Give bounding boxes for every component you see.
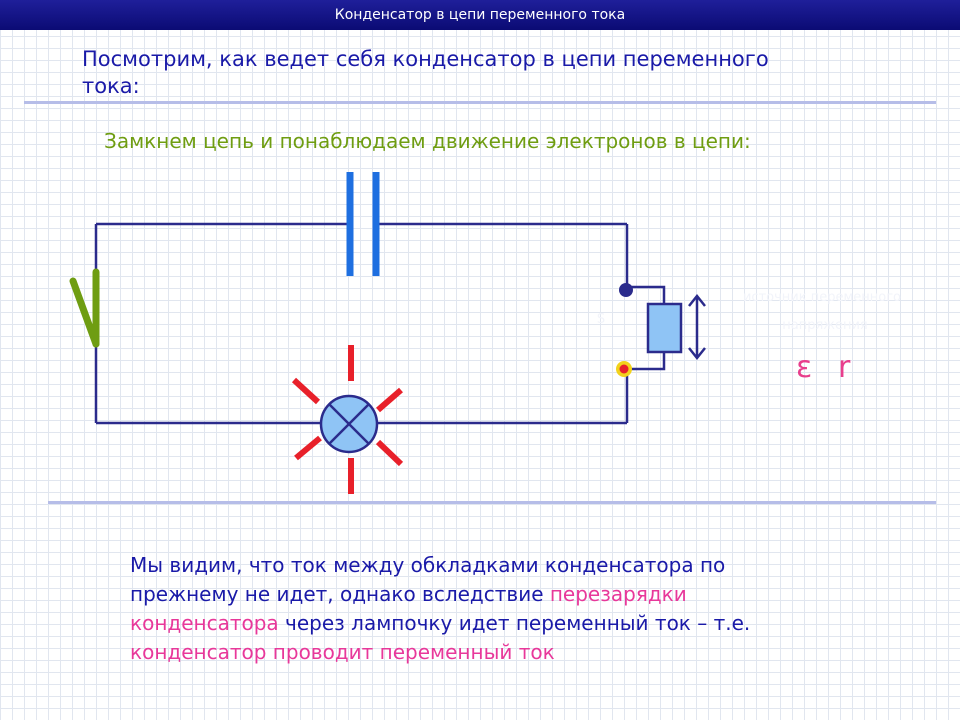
slide-heading: Посмотрим, как ведет себя конденсатор в … <box>82 46 802 100</box>
conclusion-text: Мы видим, что ток между обкладками конде… <box>130 551 820 667</box>
resistance-symbol: r <box>838 350 851 385</box>
faded-switch-label: S <box>596 312 606 327</box>
slide-title: Конденсатор в цепи переменного тока <box>0 0 960 30</box>
conclusion-highlight-2: конденсатор проводит переменный ток <box>130 640 555 664</box>
conclusion-highlight-1: перезарядки конденсатора <box>130 582 687 635</box>
slide-subheading: Замкнем цепь и понаблюдаем движение элек… <box>104 129 751 153</box>
bottom-divider <box>48 501 936 504</box>
wire-resistor-bottom <box>627 352 666 371</box>
wire-resistor-top <box>627 285 666 304</box>
circuit-wires <box>94 222 666 425</box>
lamp-cross-2 <box>328 403 370 445</box>
double-arrow-icon <box>688 293 706 361</box>
switch-top-contact <box>619 283 633 297</box>
heading-line-1: Посмотрим, как ведет себя конденсатор в … <box>82 47 769 71</box>
faded-source-label: источник переменного <box>742 290 902 305</box>
switch-icon <box>616 283 633 377</box>
lamp-rays <box>291 345 404 494</box>
faded-source-label-2: напряжения <box>782 318 868 333</box>
switch-bottom-contact-center <box>619 364 629 374</box>
lamp-icon <box>291 345 404 494</box>
heading-line-2: тока: <box>82 74 140 98</box>
resistor-icon <box>646 302 683 354</box>
emf-symbol: ε <box>796 350 813 385</box>
voltage-indicator <box>69 277 100 348</box>
conclusion-part-3: через лампочку идет переменный ток – т.е… <box>278 611 751 635</box>
conclusion-part-1: Мы видим, что ток между обкладками конде… <box>130 553 726 606</box>
capacitor-icon <box>346 172 380 276</box>
top-divider <box>24 101 936 104</box>
